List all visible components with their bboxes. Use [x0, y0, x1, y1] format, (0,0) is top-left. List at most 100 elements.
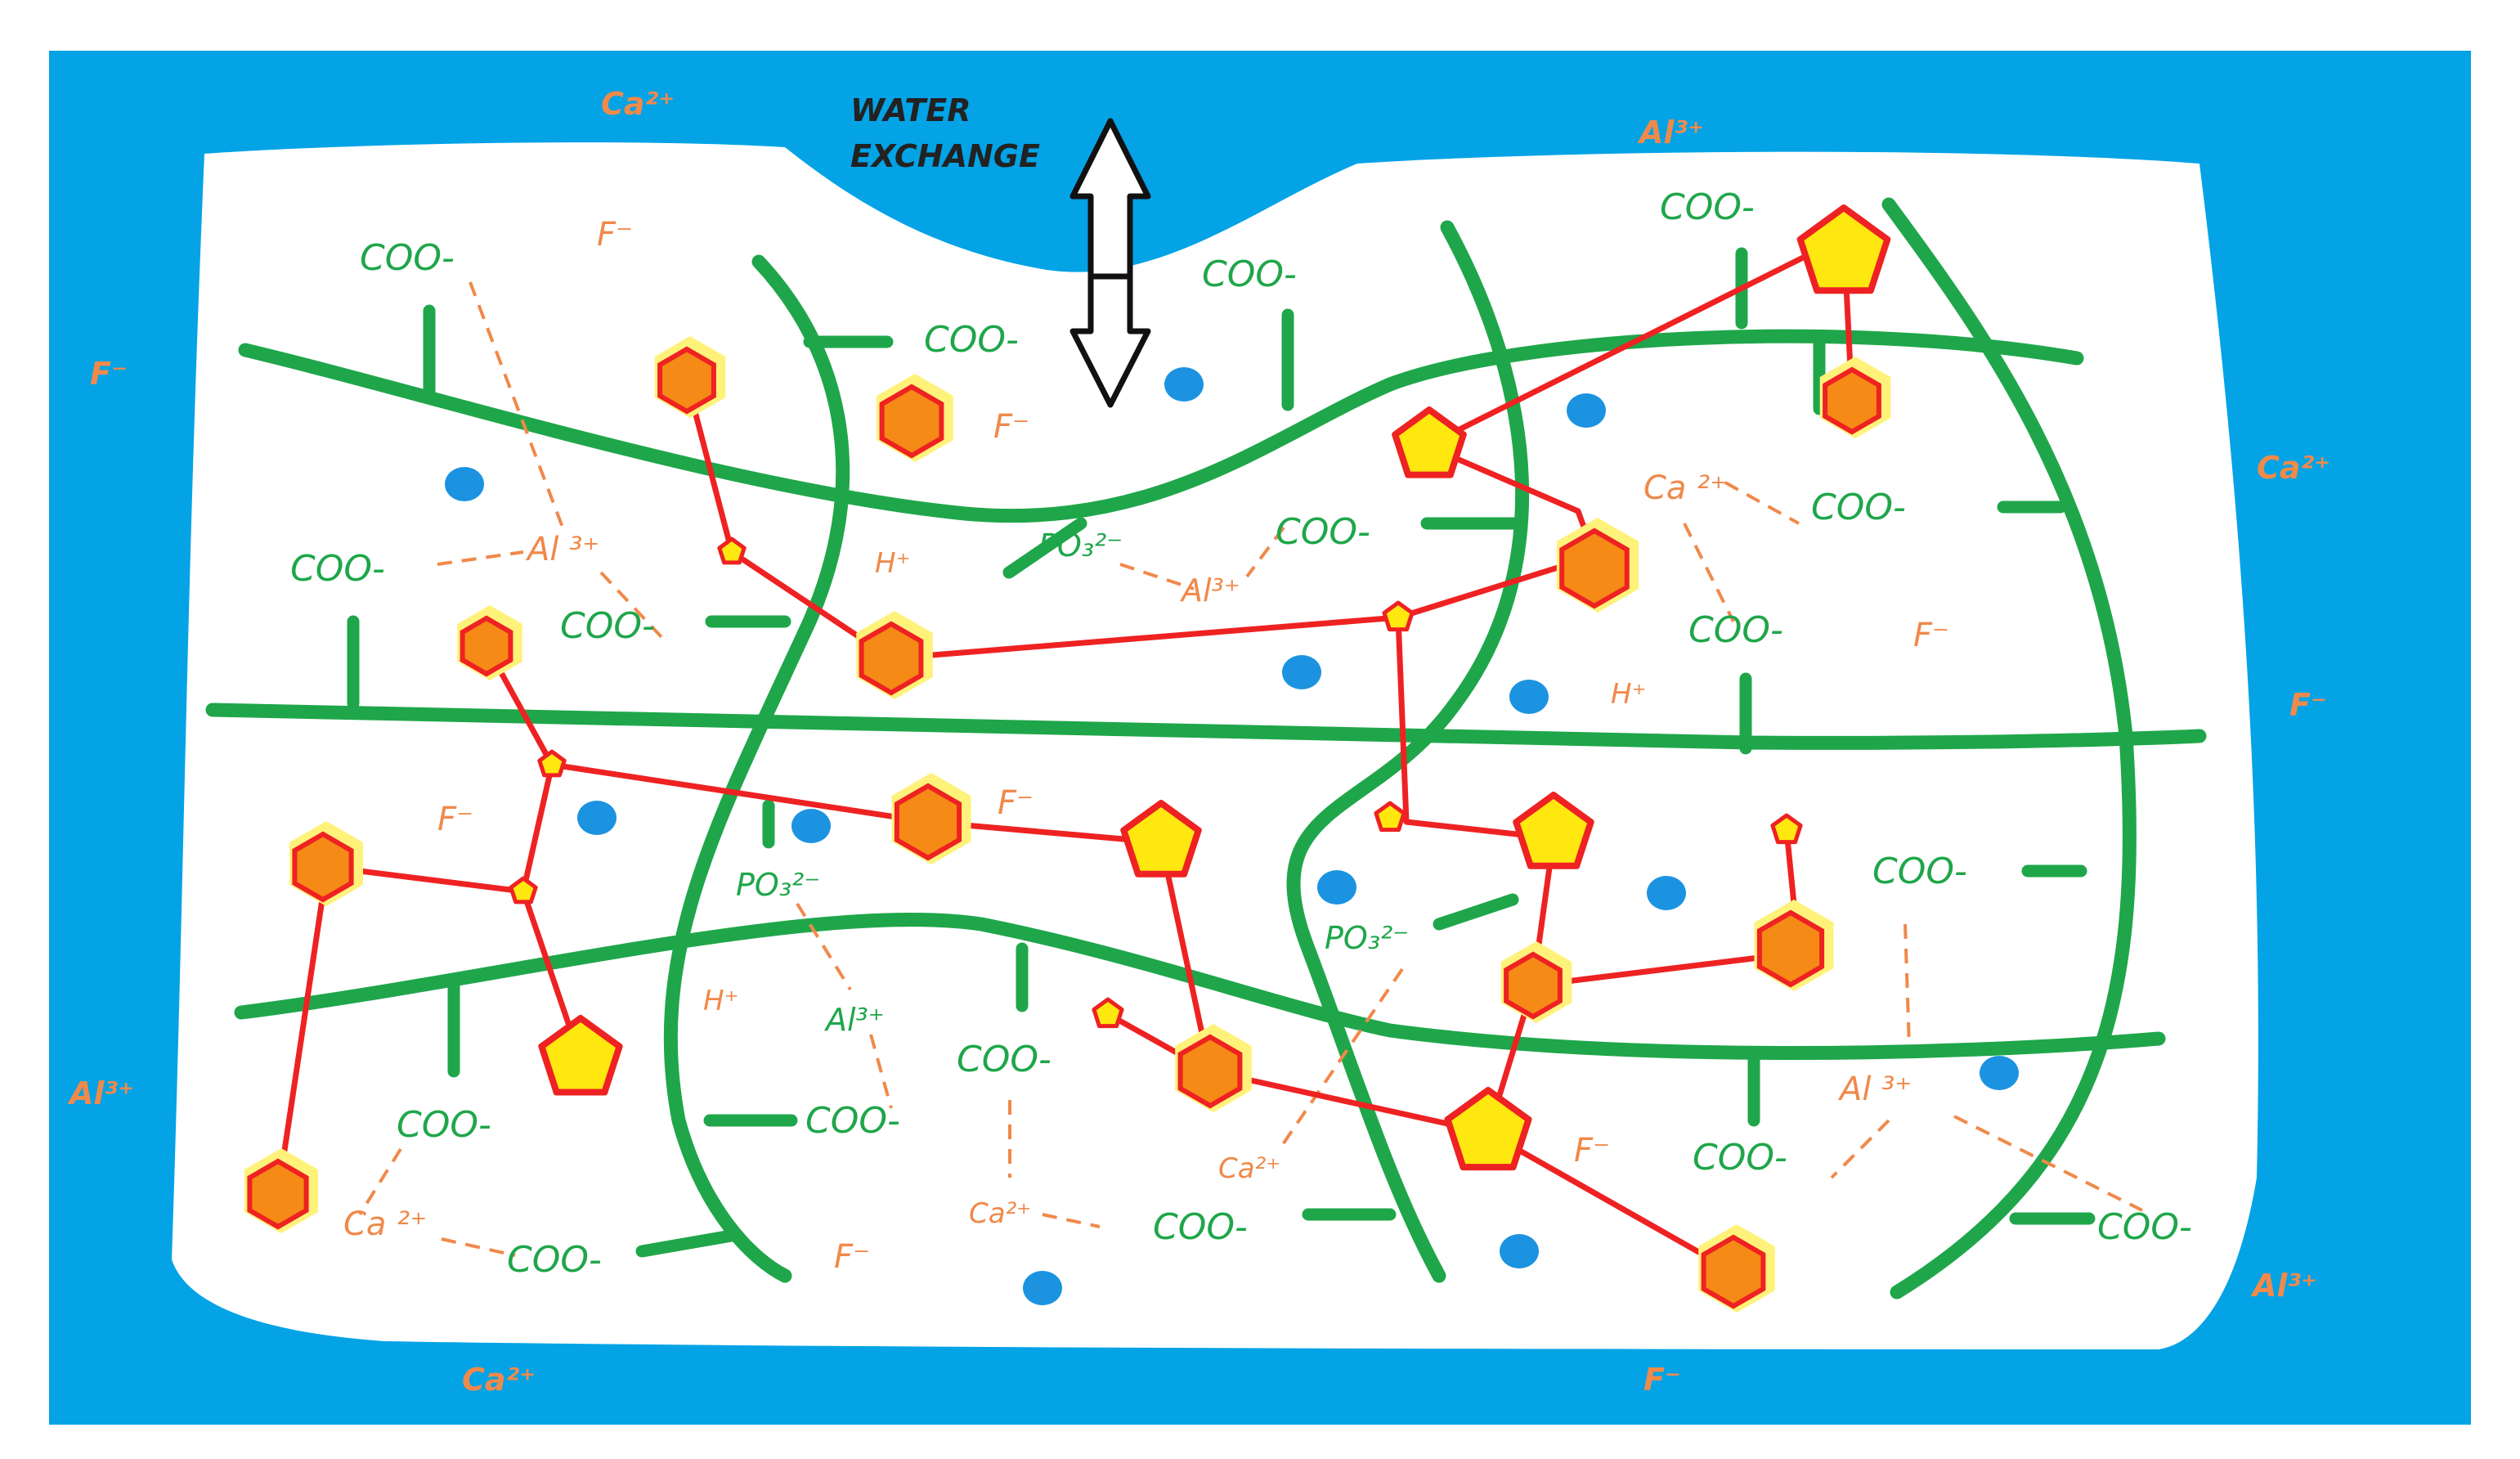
fluoride-ion-outer: F⁻ — [2289, 687, 2327, 723]
coo-label: COO- — [1688, 609, 1783, 651]
small-pentagon-ring — [1770, 813, 1803, 845]
hydrogen-ion: H⁺ — [1611, 678, 1647, 711]
coo-label: COO- — [1872, 851, 1967, 892]
water-dot — [1509, 680, 1549, 714]
chain-v2 — [1286, 220, 1530, 1283]
aluminium-ion: Al ³⁺ — [1837, 1071, 1912, 1108]
hydrogen-ion: H⁺ — [703, 985, 739, 1017]
small-pentagon-ring — [717, 536, 747, 565]
coo-label: COO- — [2097, 1206, 2192, 1248]
aluminium-ion: Al³⁺ — [823, 1002, 885, 1038]
ring-structures — [244, 204, 1891, 1313]
carboxylate-labels: COO- COO- COO- COO- COO- COO- COO- COO- … — [290, 186, 2192, 1281]
small-pentagon-ring — [537, 749, 567, 778]
hexagon-ring — [894, 783, 962, 861]
aluminium-ion-outer: Al³⁺ — [1637, 114, 1704, 150]
calcium-ion: Ca²⁺ — [1218, 1152, 1280, 1185]
pentagon-ring — [1392, 406, 1467, 478]
aluminium-ion-outer: Al³⁺ — [67, 1075, 134, 1111]
fluoride-ion-outer: F⁻ — [90, 356, 128, 392]
water-dot — [1282, 655, 1321, 689]
hexagon-ring — [247, 1158, 309, 1230]
coo-label: COO- — [1276, 511, 1370, 553]
small-pentagon-ring — [1092, 997, 1124, 1029]
fluoride-ion: F⁻ — [834, 1238, 870, 1276]
water-dot — [1023, 1271, 1062, 1305]
calcium-ion-outer: Ca²⁺ — [462, 1362, 536, 1398]
fluoride-ion-outer: F⁻ — [1643, 1362, 1681, 1398]
pentagon-ring — [1444, 1087, 1532, 1171]
calcium-ion-outer: Ca²⁺ — [2257, 450, 2330, 486]
hexagon-ring — [1504, 951, 1563, 1020]
hexagon-ring — [292, 831, 354, 903]
outer-ion-labels: Ca²⁺ Al³⁺ F⁻ Ca²⁺ F⁻ Al³⁺ Al³⁺ Ca²⁺ F⁻ — [67, 86, 2330, 1398]
hexagon-ring — [1756, 909, 1825, 988]
water-dot — [1164, 367, 1204, 402]
calcium-ion: Ca ²⁺ — [343, 1205, 427, 1243]
chain-top — [238, 329, 2084, 523]
aluminium-ion-outer: Al³⁺ — [2250, 1268, 2317, 1304]
fluoride-ion: F⁻ — [998, 784, 1034, 822]
small-pentagon-ring — [1382, 600, 1415, 632]
polyacid-chains — [205, 197, 2207, 1300]
water-molecules — [445, 367, 2019, 1305]
hexagon-ring — [460, 615, 513, 677]
aluminium-ion: Al³⁺ — [1179, 572, 1240, 608]
hexagon-ring — [1701, 1234, 1766, 1309]
coo-label: COO- — [507, 1239, 602, 1281]
calcium-ion: Ca ²⁺ — [1643, 469, 1727, 507]
coo-label: COO- — [290, 548, 385, 590]
water-exchange-label-line2: EXCHANGE — [850, 138, 1040, 174]
coo-label: COO- — [1202, 254, 1297, 295]
water-dot — [1500, 1234, 1539, 1268]
ionic-bonds — [358, 281, 2143, 1257]
coo-label: COO- — [957, 1039, 1051, 1080]
chain-branches — [347, 247, 2096, 1258]
fluoride-ion: F⁻ — [1574, 1132, 1610, 1169]
aluminium-ion: Al ³⁺ — [525, 531, 599, 568]
hexagon-ring — [879, 384, 944, 459]
water-exchange-arrow — [1069, 118, 1151, 408]
inner-ion-labels: F⁻ F⁻ F⁻ F⁻ F⁻ F⁻ F⁻ Al ³⁺ Al³⁺ Al³⁺ Al … — [343, 216, 1949, 1276]
coo-label: COO- — [560, 605, 655, 647]
hexagon-ring — [1559, 527, 1630, 609]
po3-label: PO₃²⁻ — [1038, 527, 1123, 563]
coo-label: COO- — [360, 237, 455, 279]
fluoride-ion: F⁻ — [1913, 617, 1949, 654]
water-exchange-label: WATER — [850, 92, 971, 128]
chain-v1 — [663, 254, 850, 1283]
water-dot — [1317, 870, 1356, 905]
small-pentagon-ring — [509, 876, 538, 905]
pentagon-ring — [1513, 792, 1594, 869]
hexagon-ring — [1177, 1034, 1243, 1109]
water-dot — [1647, 876, 1686, 910]
fluoride-ion: F⁻ — [437, 801, 473, 838]
water-dot — [791, 809, 831, 843]
water-dot — [1980, 1056, 2019, 1090]
chain-v3 — [1881, 197, 2137, 1300]
calcium-ion-outer: Ca²⁺ — [601, 86, 675, 122]
phosphate-labels: PO₃²⁻ PO₃²⁻ PO₃²⁻ — [736, 527, 1409, 956]
hexagon-ring — [859, 621, 924, 696]
pentagon-ring — [1796, 204, 1891, 294]
water-dot — [1567, 393, 1606, 428]
coo-label: COO- — [1660, 186, 1755, 228]
po3-label: PO₃²⁻ — [1325, 920, 1409, 956]
fluoride-ion: F⁻ — [597, 216, 633, 254]
coo-label: COO- — [924, 319, 1019, 361]
water-dot — [445, 467, 484, 501]
pentagon-ring — [1120, 800, 1202, 878]
coo-label: COO- — [1693, 1137, 1787, 1178]
po3-label: PO₃²⁻ — [736, 867, 820, 903]
coo-label: COO- — [397, 1104, 491, 1146]
coo-label: COO- — [1811, 487, 1906, 528]
chain-lower — [234, 912, 2166, 1060]
hexagon-ring — [657, 346, 716, 415]
hydrogen-ion: H⁺ — [875, 547, 911, 580]
fluoride-ion: F⁻ — [993, 408, 1029, 446]
calcium-ion: Ca²⁺ — [969, 1197, 1031, 1230]
pentagon-ring — [538, 1015, 623, 1096]
water-dot — [577, 801, 617, 835]
hexagon-ring — [1823, 366, 1881, 435]
